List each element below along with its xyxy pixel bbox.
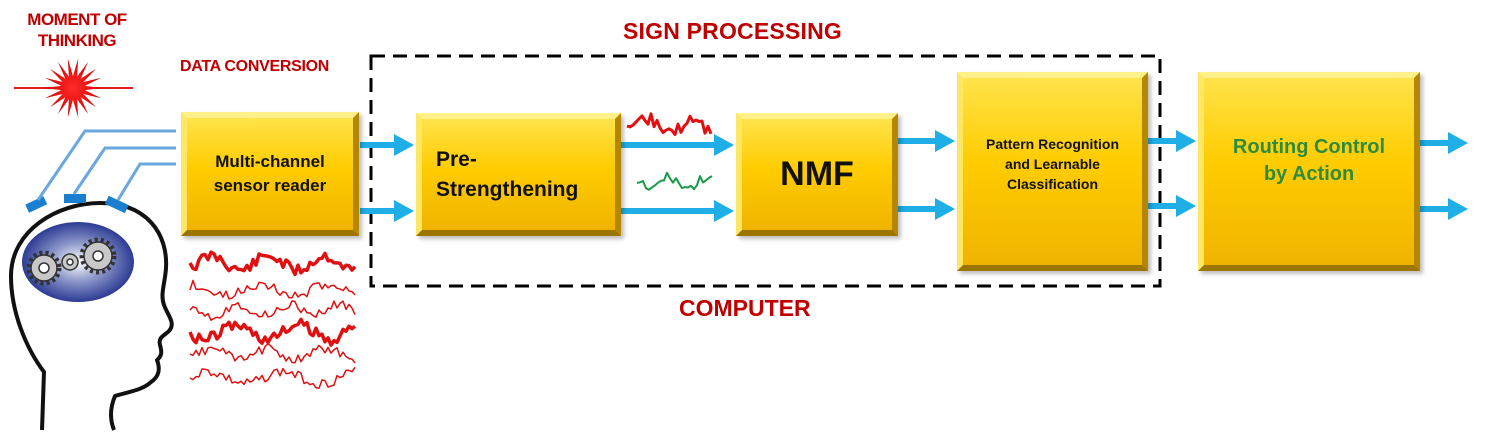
waveform-icon [188,317,357,347]
sensor-reader-block: Multi-channel sensor reader [181,112,359,236]
moment-of-thinking-label: MOMENT OF THINKING [27,10,127,50]
routing-control-text: Routing Control by Action [1232,136,1386,185]
pattern-recognition-text: Pattern Recognition and Learnable Classi… [985,136,1119,192]
arrow-icon [898,130,955,152]
arrow-icon [898,198,955,220]
arrow-icon [621,200,734,222]
burst-icon [14,58,133,118]
arrow-icon [1148,195,1196,217]
sign-processing-label: SIGN PROCESSING [623,18,842,44]
arrow-icon [1148,130,1196,152]
arrow-icon [1420,198,1468,220]
pre-strengthening-text: Pre- Strengthening [436,147,579,201]
electrode-icon [25,194,129,214]
waveform-icon [189,366,356,390]
waveform-icon [636,171,713,191]
waveform-icon [626,112,713,137]
arrow-icon [360,200,414,222]
gear-icon [30,241,113,282]
waveforms [188,112,713,390]
nmf-block: NMF [736,113,898,236]
sensor-leads [36,129,176,201]
brain-icon [22,222,134,302]
waveform-icon [189,342,356,364]
arrow-icon [1420,132,1468,154]
waveform-icon [188,250,357,277]
arrows [360,130,1468,222]
data-conversion-label: DATA CONVERSION [180,58,329,75]
routing-control-block: Routing Control by Action [1198,72,1420,271]
computer-label: COMPUTER [679,295,811,321]
waveform-icon [189,300,356,321]
arrow-icon [360,134,414,156]
pre-strengthening-block: Pre- Strengthening [416,113,621,236]
computer-enclosure [369,54,1162,288]
arrow-icon [621,134,734,156]
pattern-recognition-block: Pattern Recognition and Learnable Classi… [957,72,1148,271]
waveform-icon [189,279,356,300]
nmf-text: NMF [780,155,854,193]
sensor-reader-text: Multi-channel sensor reader [213,152,327,195]
